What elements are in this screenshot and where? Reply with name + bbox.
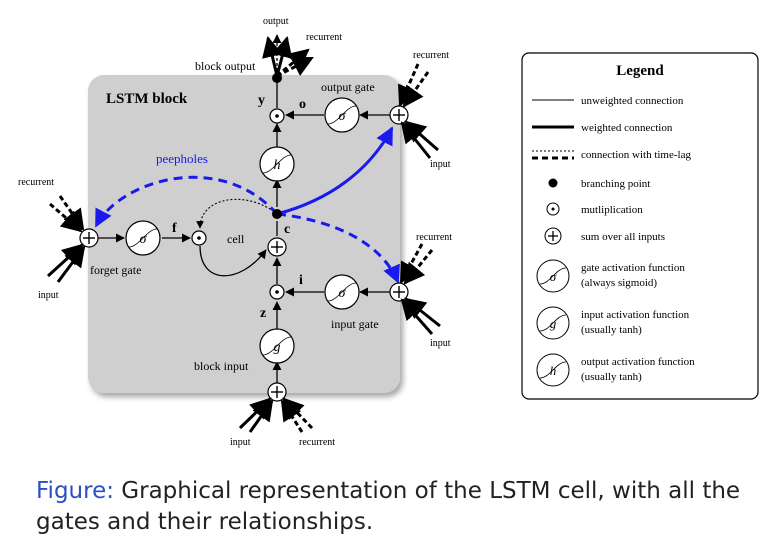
- legend-sigma-icon: σ: [536, 259, 570, 293]
- legend-item-input-activation: input activation function: [581, 309, 690, 321]
- svg-text:σ: σ: [339, 109, 347, 124]
- label-i: i: [299, 273, 303, 288]
- forget-gate-sigma: σ: [125, 220, 161, 256]
- input-gate-sigma: σ: [324, 274, 360, 310]
- legend-item-weighted: weighted connection: [581, 122, 673, 134]
- legend-item-multiplication: mutliplication: [581, 204, 643, 216]
- label-f: f: [172, 221, 177, 236]
- legend-item-output-activation-note: (usually tanh): [581, 371, 642, 383]
- legend-item-branching: branching point: [581, 178, 650, 190]
- label-cell: cell: [227, 232, 245, 246]
- svg-text:g: g: [274, 340, 281, 355]
- label-input-og: input: [430, 159, 451, 170]
- caption-text: Graphical representation of the LSTM cel…: [36, 478, 741, 535]
- lstm-block: [88, 75, 400, 393]
- label-output-top: output: [263, 16, 289, 27]
- sum-input-gate: [389, 282, 409, 302]
- output-gate-sigma: σ: [324, 97, 360, 133]
- svg-text:h: h: [550, 363, 557, 378]
- legend-branching-icon: [548, 178, 558, 188]
- input-activation-g: g: [259, 328, 295, 364]
- sum-output-gate: [389, 105, 409, 125]
- label-recurrent-og: recurrent: [413, 50, 449, 61]
- legend-item-unweighted: unweighted connection: [581, 95, 684, 107]
- label-z: z: [260, 306, 266, 321]
- output-activation-h: h: [259, 146, 295, 182]
- caption-prefix: Figure:: [36, 478, 114, 504]
- sum-block-input: [267, 382, 287, 402]
- peephole-to-output: [276, 126, 394, 216]
- legend-item-input-activation-note: (usually tanh): [581, 324, 642, 336]
- multiplication-o: [269, 108, 285, 124]
- label-input-gate: input gate: [331, 317, 379, 331]
- sum-forget-gate: [79, 228, 99, 248]
- lstm-diagram: LSTM block peepholes: [18, 16, 759, 448]
- legend-item-gate-activation-note: (always sigmoid): [581, 277, 657, 289]
- legend-item-gate-activation: gate activation function: [581, 262, 685, 274]
- label-input-ig: input: [430, 338, 451, 349]
- label-forget-gate: forget gate: [90, 263, 141, 277]
- branching-point-cell: [272, 209, 282, 219]
- label-c: c: [284, 222, 290, 237]
- label-input-bottom: input: [230, 437, 251, 448]
- label-input-fg: input: [38, 290, 59, 301]
- label-block-input: block input: [194, 359, 249, 373]
- label-o: o: [299, 97, 306, 112]
- legend-title: Legend: [616, 63, 664, 79]
- svg-text:h: h: [274, 158, 281, 173]
- peepholes-label: peepholes: [156, 151, 208, 166]
- legend: Legend unweighted connection weighted co…: [521, 52, 759, 400]
- multiplication-i: [269, 284, 285, 300]
- legend-item-time-lag: connection with time-lag: [581, 149, 691, 161]
- label-recurrent-fg: recurrent: [18, 177, 54, 188]
- label-output-gate: output gate: [321, 80, 375, 94]
- label-y: y: [258, 93, 265, 108]
- peephole-to-input: [276, 212, 400, 284]
- svg-text:σ: σ: [550, 269, 557, 284]
- label-block-output: block output: [195, 59, 256, 73]
- lstm-block-title: LSTM block: [106, 91, 188, 107]
- svg-text:σ: σ: [140, 232, 148, 247]
- label-recurrent-ig: recurrent: [416, 232, 452, 243]
- multiplication-f: [191, 230, 207, 246]
- legend-g-icon: g: [536, 306, 570, 340]
- legend-item-sum: sum over all inputs: [581, 231, 665, 243]
- svg-text:σ: σ: [339, 286, 347, 301]
- legend-item-output-activation: output activation function: [581, 356, 695, 368]
- legend-sum-icon: [544, 227, 562, 245]
- legend-h-icon: h: [536, 353, 570, 387]
- svg-text:g: g: [550, 316, 557, 331]
- label-recurrent-top: recurrent: [306, 32, 342, 43]
- peephole-to-forget: [94, 175, 279, 228]
- label-recurrent-bottom: recurrent: [299, 437, 335, 448]
- sum-cell: [267, 237, 287, 257]
- figure-caption: Figure: Graphical representation of the …: [36, 476, 766, 538]
